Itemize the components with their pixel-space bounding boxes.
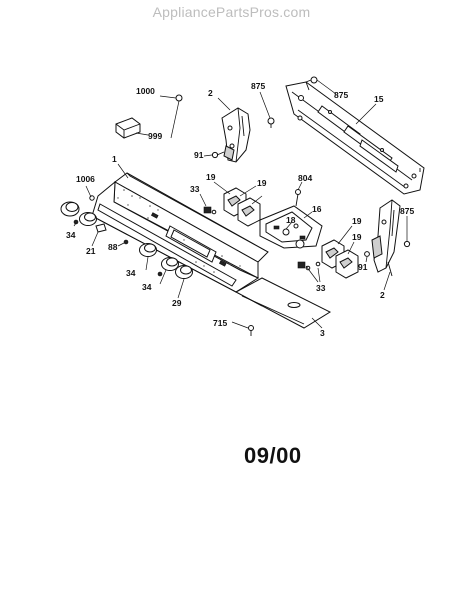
callout-715: 715 [213, 318, 227, 328]
callout-33-top: 33 [190, 184, 200, 194]
knob-1006 [60, 201, 80, 217]
callout-19-d: 19 [352, 232, 362, 242]
lower-trim-3 [234, 277, 332, 329]
callout-999: 999 [148, 131, 162, 141]
rear-panel-15 [285, 81, 425, 195]
knob-34-b [139, 243, 157, 257]
callout-16: 16 [312, 204, 322, 214]
clip-33-top [203, 206, 217, 215]
end-bracket-2-right [371, 199, 401, 277]
callout-875-rear: 875 [334, 90, 348, 100]
switch-19-b [237, 197, 261, 227]
knob-21 [95, 223, 107, 233]
callout-91-left: 91 [194, 150, 204, 160]
knob-29 [175, 265, 193, 279]
clip-1000 [175, 94, 183, 102]
watermark-text: AppliancePartsPros.com [152, 4, 311, 20]
knob-34-a [79, 212, 97, 226]
callout-804: 804 [298, 173, 312, 183]
screw-875-left [267, 117, 275, 128]
callout-1: 1 [112, 154, 117, 164]
callout-34-b: 34 [126, 268, 136, 278]
screw-875-top [305, 76, 318, 84]
callout-34-c: 34 [142, 282, 152, 292]
callout-19-a: 19 [206, 172, 216, 182]
callout-19-c: 19 [352, 216, 362, 226]
callout-33-bottom: 33 [316, 283, 326, 293]
knob-washer-34 [73, 219, 79, 225]
screw-715 [248, 325, 254, 336]
callout-2-left: 2 [208, 88, 213, 98]
screw-875-right [403, 240, 411, 248]
switch-19-d [335, 249, 359, 279]
control-panel-1 [91, 172, 269, 307]
callout-29: 29 [172, 298, 182, 308]
clip-33-bottom [297, 261, 321, 271]
callout-1000: 1000 [136, 86, 155, 96]
knob-34-c [161, 257, 179, 271]
end-bracket-2-left [221, 107, 251, 163]
knob-88 [123, 239, 129, 245]
callout-3: 3 [320, 328, 325, 338]
callout-21: 21 [86, 246, 96, 256]
callout-875-top: 875 [251, 81, 265, 91]
knob-washer-34-lower [157, 271, 163, 277]
callout-88: 88 [108, 242, 118, 252]
callout-34-a: 34 [66, 230, 76, 240]
callout-19-b: 19 [257, 178, 267, 188]
screw-91-right [364, 251, 370, 257]
callout-91-right: 91 [358, 262, 368, 272]
screw-804 [295, 189, 301, 207]
lens-999 [115, 117, 141, 139]
callout-2-right: 2 [380, 290, 385, 300]
leader-lines [73, 79, 408, 329]
callout-18: 18 [286, 215, 296, 225]
callout-15: 15 [374, 94, 384, 104]
screw-91-left [211, 151, 225, 159]
callout-875-right: 875 [400, 206, 414, 216]
callout-1006: 1006 [76, 174, 95, 184]
revision-date: 09/00 [244, 443, 302, 468]
